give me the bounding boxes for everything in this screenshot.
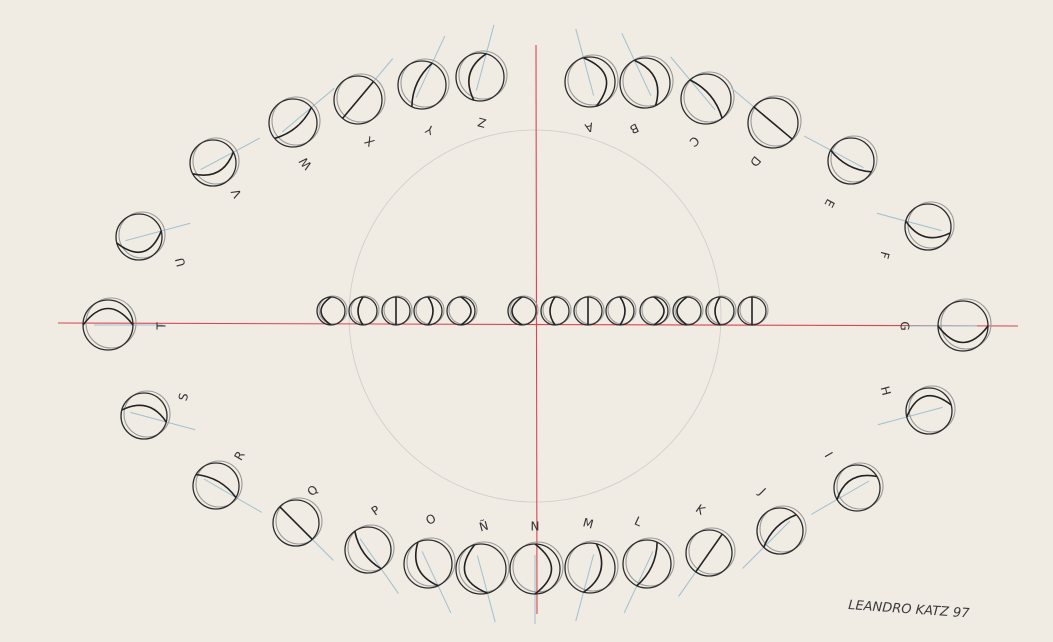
phase-letter-label: N [531, 520, 540, 534]
phase-letter-label: T [155, 322, 169, 331]
phase-letter-label: G [898, 321, 912, 330]
